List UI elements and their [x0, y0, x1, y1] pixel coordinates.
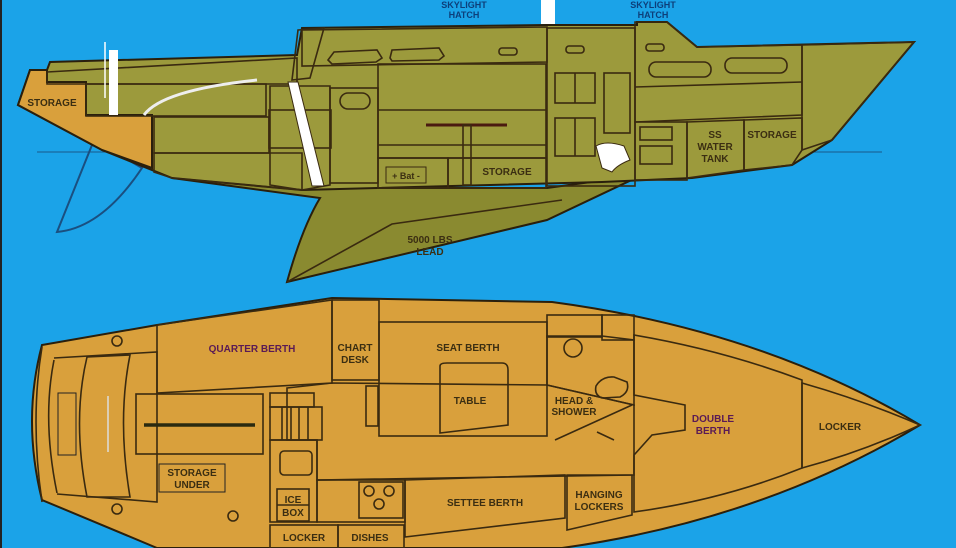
companionway-ladder — [287, 81, 325, 187]
stern-pulpit — [109, 50, 118, 115]
svg-text:HANGING: HANGING — [575, 490, 622, 501]
burner-icon — [383, 485, 395, 497]
bow-locker-label: LOCKER — [819, 422, 862, 433]
toilet-plan — [594, 376, 629, 399]
svg-text:SKYLIGHT: SKYLIGHT — [630, 0, 676, 10]
profile-view: + Bat - STORAGE SS WATER TANK STORAGE — [16, 0, 917, 284]
settee-berth — [404, 474, 566, 538]
hull-plan — [31, 296, 922, 548]
galley-sink — [279, 450, 313, 476]
keel-label: LEAD — [416, 247, 443, 258]
stern-storage-label: STORAGE — [27, 98, 77, 109]
head-shower-label: SHOWER — [552, 407, 598, 418]
chart-desk-label: DESK — [341, 355, 370, 366]
battery-label: + Bat - — [392, 171, 420, 181]
skylight-hatch-aft-label: HATCH — [449, 10, 480, 20]
settee-berth-label: SETTEE BERTH — [447, 498, 523, 509]
burner-icon — [373, 498, 385, 510]
tiller — [142, 78, 258, 116]
svg-text:CHART: CHART — [338, 343, 373, 354]
water-tank-label: TANK — [701, 154, 729, 165]
double-berth-label: BERTH — [696, 426, 730, 437]
bow-storage-label: STORAGE — [747, 130, 797, 141]
svg-text:ICE: ICE — [285, 495, 302, 506]
svg-text:STORAGE: STORAGE — [167, 468, 217, 479]
winch-icon — [111, 503, 123, 515]
seat-berth-label: SEAT BERTH — [436, 343, 499, 354]
plan-view: STORAGE UNDER QUARTER BERTH CHART DESK I… — [31, 296, 922, 548]
svg-text:HEAD &: HEAD & — [555, 396, 593, 407]
toilet-profile — [595, 142, 631, 173]
winch-icon — [111, 335, 123, 347]
svg-text:5000 LBS: 5000 LBS — [407, 235, 452, 246]
svg-text:SS: SS — [708, 130, 722, 141]
table-label: TABLE — [454, 396, 487, 407]
svg-text:WATER: WATER — [697, 142, 733, 153]
ice-box-label: BOX — [282, 508, 304, 519]
bow-locker — [801, 381, 922, 470]
head-sink — [563, 338, 583, 358]
winch-icon — [227, 510, 239, 522]
mast — [541, 0, 555, 24]
galley-locker-label: LOCKER — [283, 533, 326, 544]
svg-text:SKYLIGHT: SKYLIGHT — [441, 0, 487, 10]
hanging-lockers — [566, 474, 633, 532]
battery-box — [385, 166, 427, 184]
stove — [358, 481, 404, 519]
storage-under-table-label: STORAGE — [482, 167, 532, 178]
storage-under-box — [158, 463, 226, 493]
table-plan — [439, 362, 509, 434]
dishes-label: DISHES — [351, 533, 389, 544]
storage-under-label: UNDER — [174, 480, 210, 491]
svg-text:DOUBLE: DOUBLE — [692, 414, 735, 425]
keel — [171, 174, 643, 284]
skylight-hatch-fwd-label: HATCH — [638, 10, 669, 20]
rudder — [55, 138, 144, 234]
double-berth — [633, 334, 803, 513]
hanging-lockers-label: LOCKERS — [575, 502, 624, 513]
quarter-berth-label: QUARTER BERTH — [209, 344, 296, 355]
burner-icon — [363, 485, 375, 497]
